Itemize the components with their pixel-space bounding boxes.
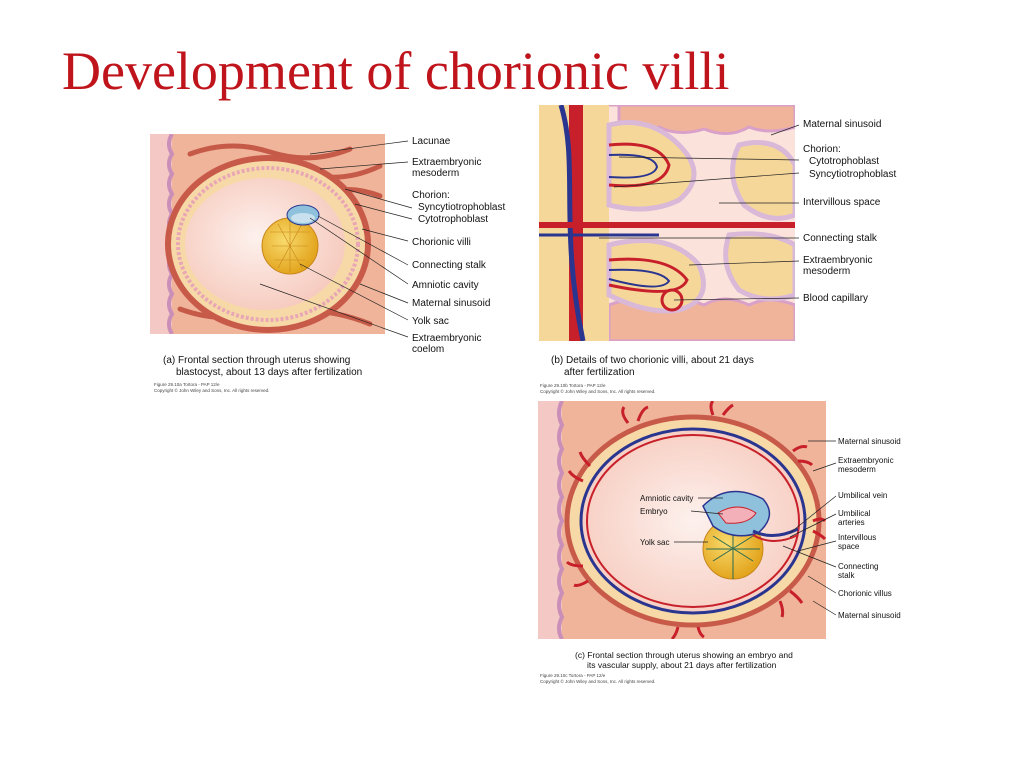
panel-a-credit-line2: Copyright © John Wiley and Sons, Inc. Al… [154, 387, 270, 393]
panel-a-caption-line1: (a) Frontal section through uterus showi… [163, 355, 351, 366]
panel-c-credit-line1: Figure 29.10c Tortora - PAP 12/e [540, 673, 606, 678]
label-c-intervillous-space: Intervillous space [838, 533, 877, 551]
panel-b-illustration [539, 105, 800, 341]
label-lacunae: Lacunae [412, 136, 451, 147]
label-c-amniotic-cavity: Amniotic cavity [640, 494, 694, 503]
label-syncytiotrophoblast: Syncytiotrophoblast [418, 202, 506, 213]
label-cytotrophoblast: Cytotrophoblast [418, 214, 489, 225]
panel-c-caption-line2: its vascular supply, about 21 days after… [587, 660, 777, 670]
panel-a: Lacunae Extraembryonic mesoderm Chorion:… [150, 134, 530, 396]
label-b-blood-capillary: Blood capillary [803, 293, 869, 304]
label-b-cytotrophoblast: Cytotrophoblast [809, 156, 880, 167]
slide-title: Development of chorionic villi [62, 41, 730, 101]
label-b-intervillous-space: Intervillous space [803, 197, 881, 208]
label-c-embryo: Embryo [640, 507, 668, 516]
label-b-chorion: Chorion: [803, 144, 841, 155]
label-b-syncytiotrophoblast: Syncytiotrophoblast [809, 169, 897, 180]
label-yolk-sac: Yolk sac [412, 316, 449, 327]
label-extraembryonic-mesoderm: Extraembryonic mesoderm [412, 157, 482, 179]
panel-c: Maternal sinusoid Extraembryonic mesoder… [528, 401, 918, 691]
panel-c-illustration [538, 401, 837, 639]
label-c-extraembryonic-mesoderm: Extraembryonic mesoderm [838, 456, 894, 474]
panel-c-caption-line1: (c) Frontal section through uterus showi… [575, 650, 793, 660]
panel-a-credit: Figure 29.10a Tortora - PAP 12/e Copyrig… [154, 382, 269, 393]
panel-b-credit-line1: Figure 29.10b Tortora - PAP 12/e [540, 383, 606, 388]
panel-b-credit: Figure 29.10b Tortora - PAP 12/e Copyrig… [540, 383, 655, 394]
label-amniotic-cavity: Amniotic cavity [412, 280, 479, 291]
label-chorionic-villi: Chorionic villi [412, 237, 471, 248]
panel-c-credit-line2: Copyright © John Wiley and Sons, Inc. Al… [540, 678, 656, 684]
label-extraembryonic-coelom: Extraembryonic coelom [412, 333, 482, 355]
label-connecting-stalk: Connecting stalk [412, 260, 486, 271]
label-c-maternal-sinusoid-top: Maternal sinusoid [838, 437, 901, 446]
label-b-connecting-stalk: Connecting stalk [803, 233, 877, 244]
panel-b-credit-line2: Copyright © John Wiley and Sons, Inc. Al… [540, 388, 656, 394]
panel-a-caption: (a) Frontal section through uterus showi… [163, 355, 423, 379]
panel-b-caption: (b) Details of two chorionic villi, abou… [551, 355, 811, 379]
panel-a-credit-line1: Figure 29.10a Tortora - PAP 12/e [154, 382, 220, 387]
panel-b-caption-line1: (b) Details of two chorionic villi, abou… [551, 355, 754, 366]
label-b-maternal-sinusoid: Maternal sinusoid [803, 119, 882, 130]
panel-c-credit: Figure 29.10c Tortora - PAP 12/e Copyrig… [540, 673, 655, 684]
label-c-chorionic-villus: Chorionic villus [838, 589, 892, 598]
panel-a-caption-line2: blastocyst, about 13 days after fertiliz… [176, 367, 363, 378]
panel-b: Maternal sinusoid Chorion: Cytotrophobla… [539, 105, 919, 397]
label-maternal-sinusoid: Maternal sinusoid [412, 298, 491, 309]
panel-c-caption: (c) Frontal section through uterus showi… [575, 650, 855, 670]
label-c-umbilical-vein: Umbilical vein [838, 491, 888, 500]
panel-b-caption-line2: after fertilization [564, 367, 635, 378]
label-chorion: Chorion: [412, 190, 450, 201]
panel-a-illustration [150, 134, 413, 338]
label-c-yolk-sac: Yolk sac [640, 538, 670, 547]
label-c-maternal-sinusoid-bottom: Maternal sinusoid [838, 611, 901, 620]
label-c-umbilical-arteries: Umbilical arteries [838, 509, 871, 527]
label-b-extraembryonic-mesoderm: Extraembryonic mesoderm [803, 255, 873, 277]
label-c-connecting-stalk: Connecting stalk [838, 562, 879, 580]
